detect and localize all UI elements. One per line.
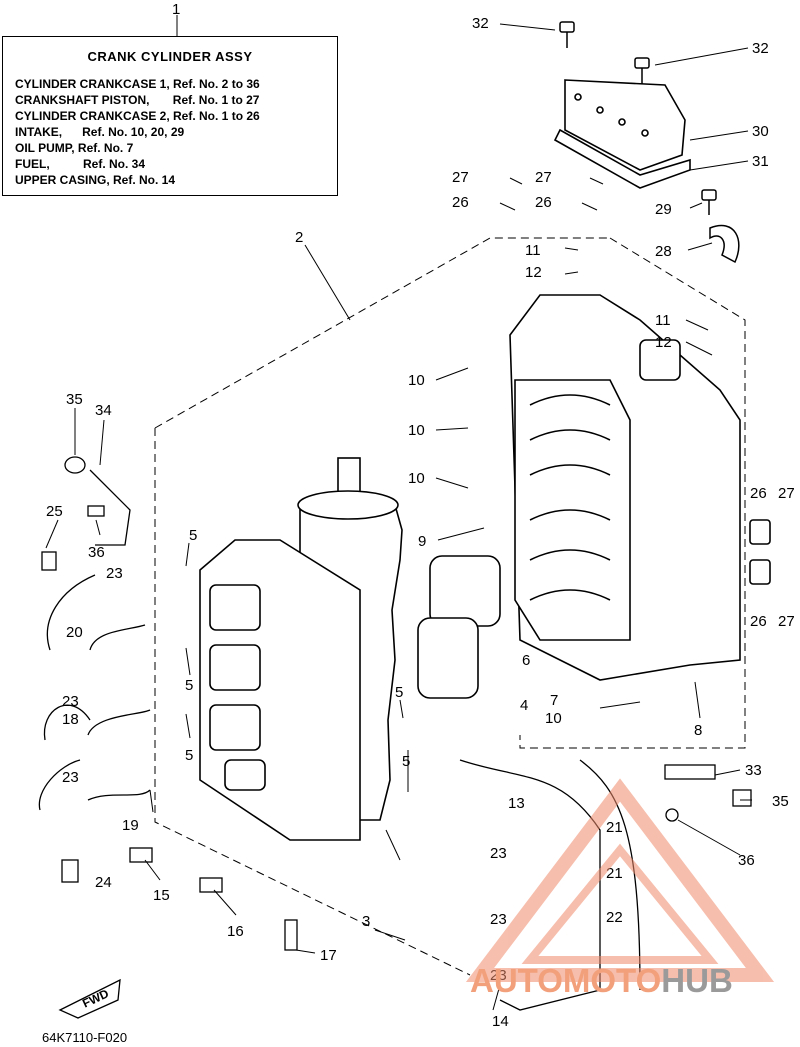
bolts-top [559,21,740,264]
callout: 10 [408,372,425,389]
assembly-frame-right [519,237,746,749]
callout: 9 [418,533,426,550]
callout: 26 [750,613,767,630]
legend-callout: 1 [172,1,180,18]
callout-labels: 32 32 30 31 27 27 26 26 29 28 2 11 12 11… [46,15,795,1030]
callout: 24 [95,874,112,891]
callout: 29 [655,201,672,218]
callout: 23 [62,769,79,786]
callout: 33 [745,762,762,779]
callout: 34 [95,402,112,419]
callout: 4 [520,697,528,714]
callout: 12 [655,334,672,351]
legend-title: CRANK CYLINDER ASSY [87,49,253,64]
callout: 31 [752,153,769,170]
watermark-text: AUTOMOTOHUB [470,962,733,1000]
legend-row: OIL PUMP, Ref. No. 7 [15,141,134,155]
callout: 23 [490,845,507,862]
callout: 11 [655,312,671,329]
callout: 26 [750,485,767,502]
leader-lines [45,15,752,1011]
watermark-part1: AUTOMOTO [470,962,662,999]
legend-row: CYLINDER CRANKCASE 2, Ref. No. 1 to 26 [15,109,260,123]
watermark-logo-icon [465,778,775,982]
cylinder-block [509,294,771,681]
callout: 17 [320,947,337,964]
callout: 27 [778,613,795,630]
watermark-part2: HUB [661,962,733,999]
callout: 32 [752,40,769,57]
callout: 35 [772,793,789,810]
callout: 21 [606,865,623,882]
callout: 2 [295,229,303,246]
callout: 36 [738,852,755,869]
legend-row: FUEL, Ref. No. 34 [15,157,146,171]
callout: 26 [452,194,469,211]
callout: 13 [508,795,525,812]
callout: 27 [778,485,795,502]
assembly-legend: CRANK CYLINDER ASSY CYLINDER CRANKCASE 1… [2,36,338,196]
callout: 11 [525,242,541,259]
legend-row: INTAKE, Ref. No. 10, 20, 29 [15,125,185,139]
callout: 15 [153,887,170,904]
callout: 27 [452,169,469,186]
callout: 14 [492,1013,509,1030]
callout: 30 [752,123,769,140]
callout: 27 [535,169,552,186]
legend-row: UPPER CASING, Ref. No. 14 [15,173,176,187]
callout: 32 [472,15,489,32]
callout: 12 [525,264,542,281]
legend-row: CRANKSHAFT PISTON, Ref. No. 1 to 27 [15,93,260,107]
callout: 10 [408,470,425,487]
callout: 36 [88,544,105,561]
callout: 18 [62,711,79,728]
hoses-and-fittings [38,456,752,1019]
callout: 28 [655,243,672,260]
callout: 10 [545,710,562,727]
callout: 5 [185,677,193,694]
callout: 5 [185,747,193,764]
callout: 22 [606,909,623,926]
callout: 10 [408,422,425,439]
callout: 7 [550,692,558,709]
cylinder-head-cover [553,79,691,189]
callout: 23 [62,693,79,710]
callout: 3 [362,913,370,930]
part-code: 64K7110-F020 [42,1030,128,1045]
callout: 8 [694,722,702,739]
legend-row: CYLINDER CRANKCASE 1, Ref. No. 2 to 36 [15,77,260,91]
callout: 25 [46,503,63,520]
callout: 5 [395,684,403,701]
callout: 26 [535,194,552,211]
callout: 35 [66,391,83,408]
callout: 23 [490,911,507,928]
callout: 20 [66,624,83,641]
assembly-frame-left [154,237,610,976]
callout: 6 [522,652,530,669]
callout: 16 [227,923,244,940]
callout: 1 [172,1,180,18]
callout: 5 [189,527,197,544]
callout: 5 [402,753,410,770]
callout: 23 [106,565,123,582]
callout: 21 [606,819,623,836]
callout: 19 [122,817,139,834]
crankcase-1 [199,539,361,841]
